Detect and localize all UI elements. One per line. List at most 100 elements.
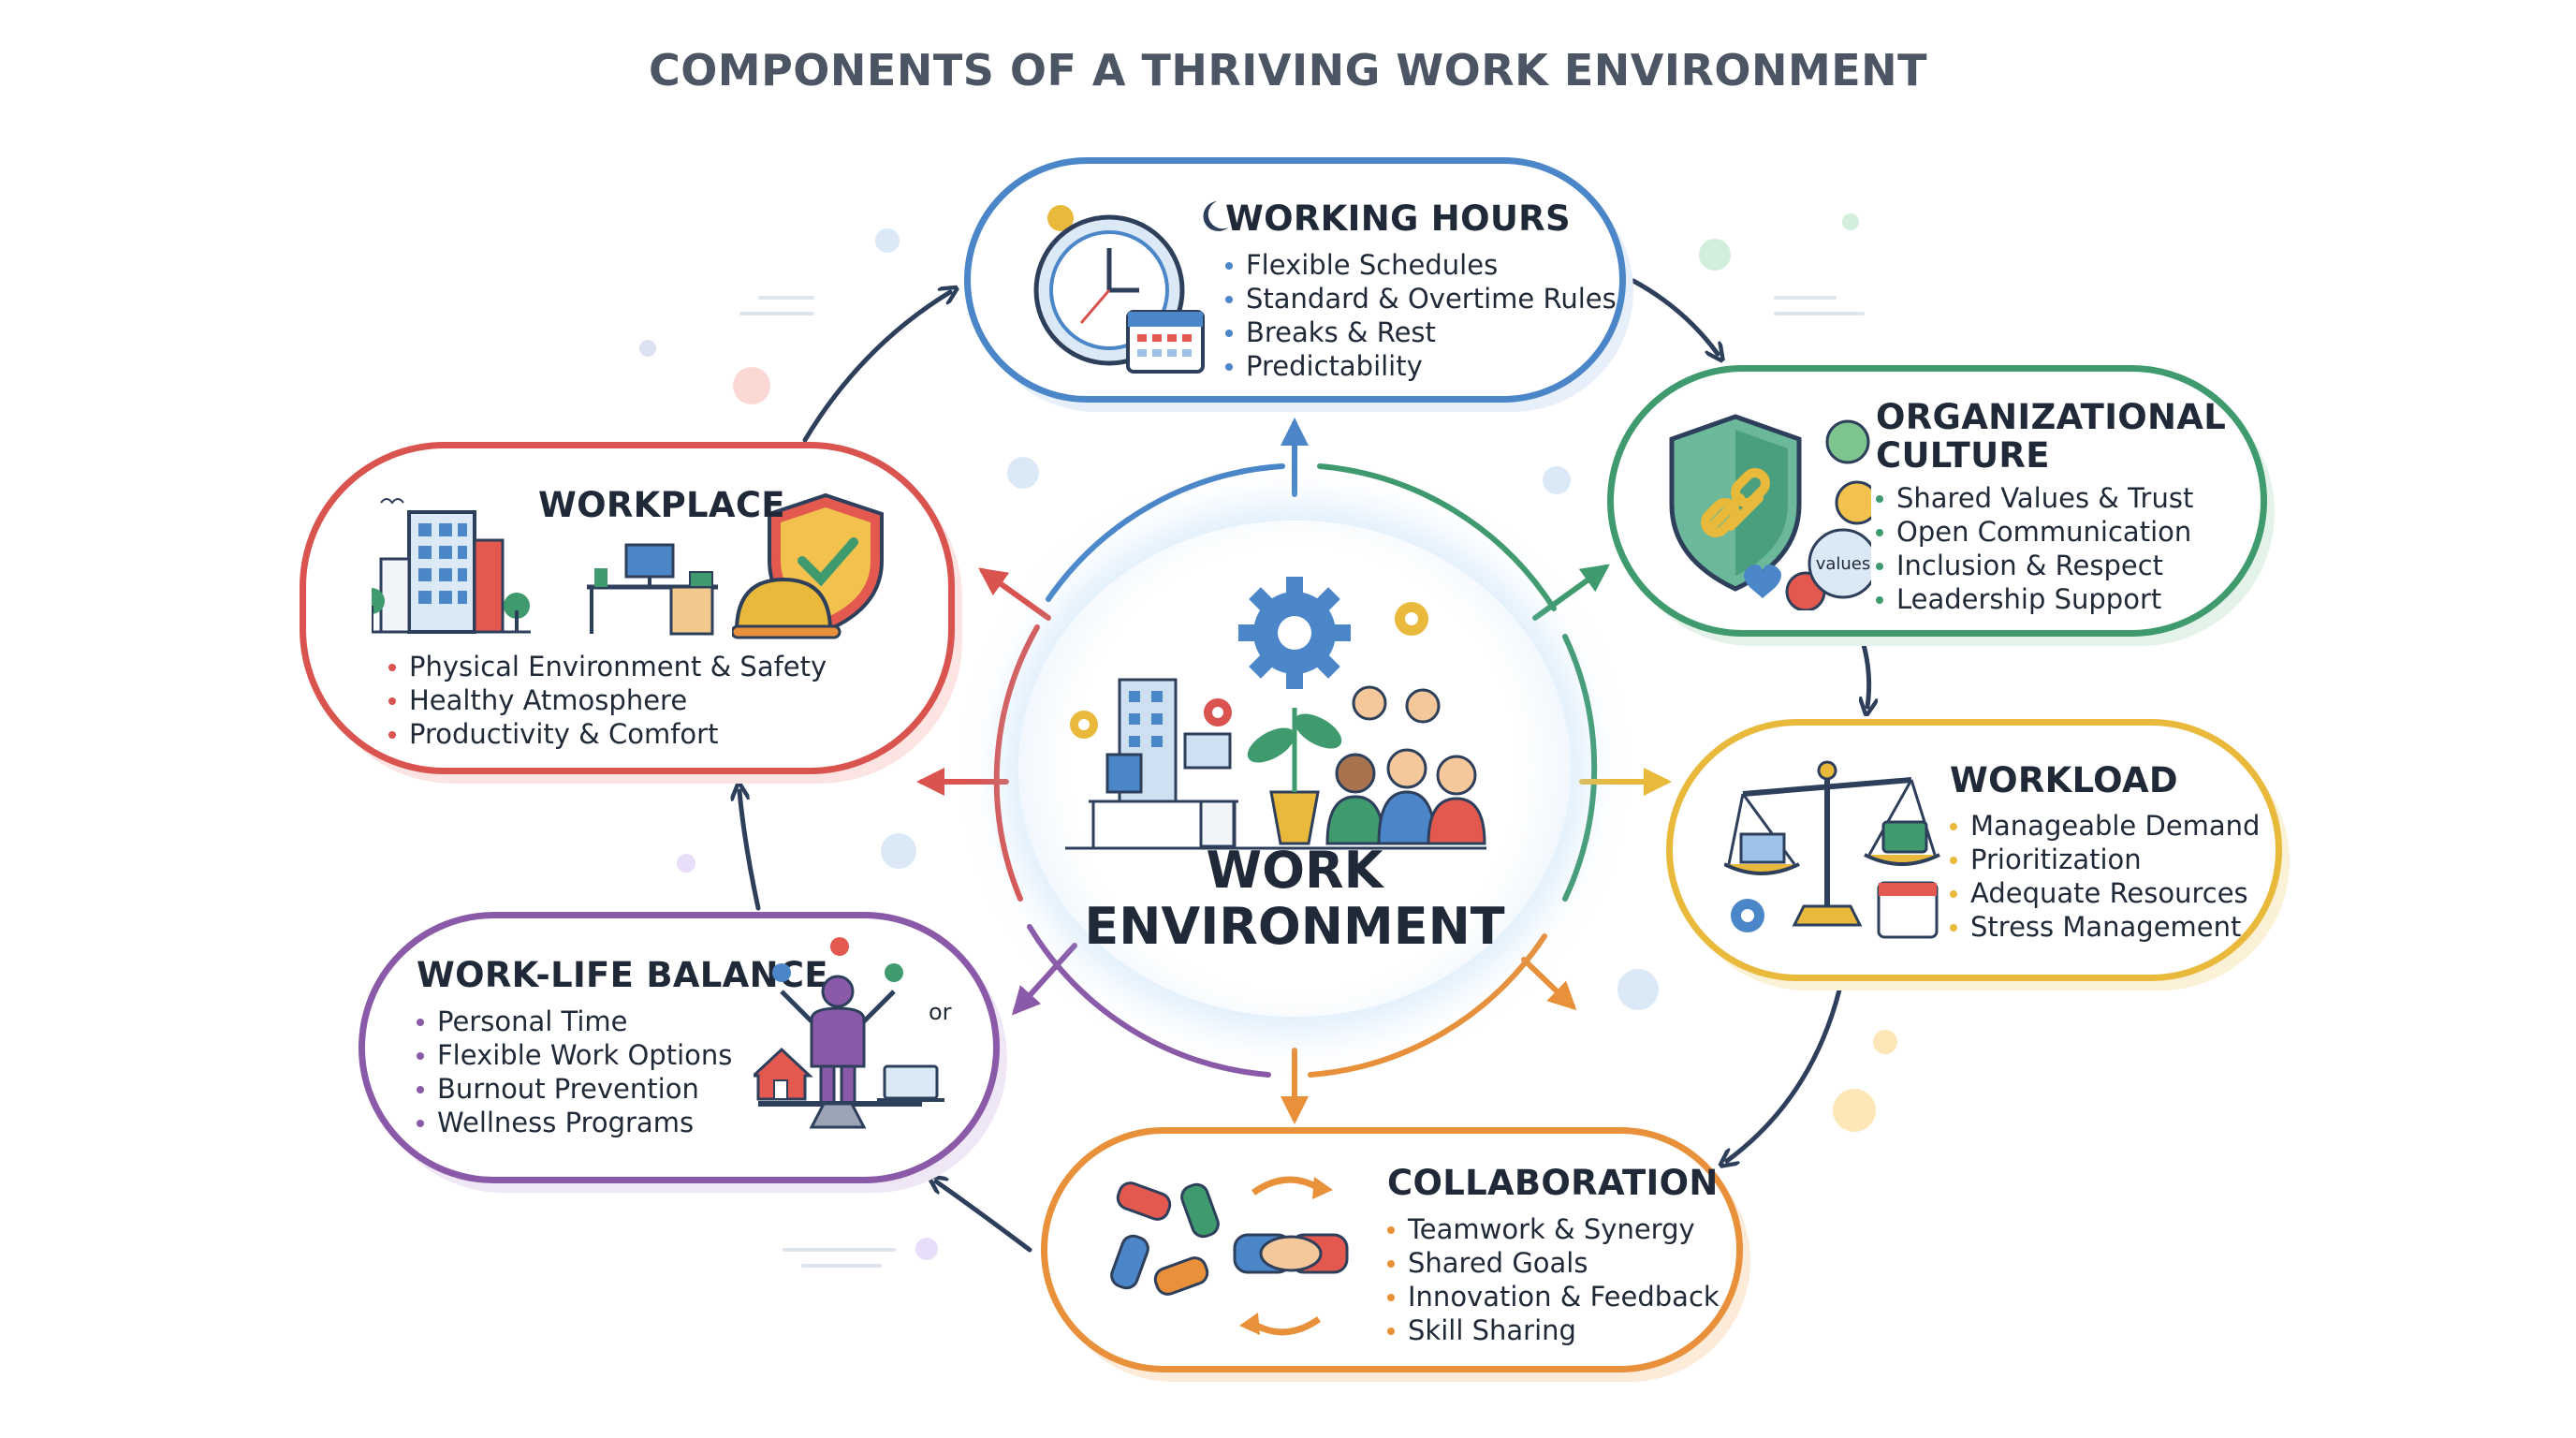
list-item: Shared Values & Trust xyxy=(1876,481,2193,515)
laptop-icon xyxy=(883,1064,939,1100)
or-label: or xyxy=(929,999,952,1025)
workload-card: WORKLOAD Manageable Demand Prioritizatio… xyxy=(1666,719,2282,981)
list-item: Shared Goals xyxy=(1387,1246,1720,1280)
decor-dot xyxy=(1833,1089,1876,1132)
working-hours-card: WORKING HOURS Flexible Schedules Standar… xyxy=(964,157,1626,403)
arrow-to-work-life-balance xyxy=(1011,943,1077,1016)
decor-dot xyxy=(1543,466,1571,494)
list-item: Flexible Schedules xyxy=(1225,248,1617,282)
happy-face-icon xyxy=(1825,419,1870,464)
briefcase-icon xyxy=(1881,820,1928,854)
decor-dot xyxy=(1873,1030,1897,1054)
decor-dot xyxy=(1007,457,1039,489)
chain-link-icon xyxy=(1701,468,1770,537)
center-label-line2: ENVIRONMENT xyxy=(1084,897,1505,957)
list-item: Personal Time xyxy=(417,1005,732,1038)
card-list: Personal Time Flexible Work Options Burn… xyxy=(417,1005,732,1139)
list-item: Productivity & Comfort xyxy=(388,717,827,751)
work-life-balance-card: WORK-LIFE BALANCE Personal Time Flexible… xyxy=(359,912,1000,1183)
decor-dot xyxy=(881,833,916,869)
decor-dot xyxy=(915,1238,938,1260)
plant-icon xyxy=(1247,708,1342,845)
cycle-arrow-hours-to-culture xyxy=(1631,278,1718,354)
desk-icon xyxy=(1089,732,1238,848)
teamwork-hands-icon xyxy=(1110,1176,1349,1336)
gear-icon xyxy=(1238,577,1351,689)
documents-icon xyxy=(1739,832,1786,864)
cycle-arrow-culture-to-workload xyxy=(1863,638,1869,707)
card-title: ORGANIZATIONAL CULTURE xyxy=(1876,398,2226,476)
diagram-title: COMPONENTS OF A THRIVING WORK ENVIRONMEN… xyxy=(648,45,1928,95)
decor-dot xyxy=(1699,239,1731,271)
arrow-icon xyxy=(1251,1316,1322,1336)
list-item: Open Communication xyxy=(1876,515,2193,549)
list-item: Burnout Prevention xyxy=(417,1072,732,1106)
organizational-culture-card: values ORGANIZATIONAL CULTURE Shared Val… xyxy=(1607,365,2267,637)
card-title: WORKLOAD xyxy=(1950,760,2178,800)
arrow-to-culture xyxy=(1532,564,1610,621)
center-label-line1: WORK xyxy=(1206,841,1383,900)
gear-icon xyxy=(1070,711,1098,739)
card-title: COLLABORATION xyxy=(1387,1163,1719,1203)
card-title-line1: ORGANIZATIONAL xyxy=(1876,397,2227,437)
sun-icon xyxy=(1047,205,1074,231)
card-list: Physical Environment & Safety Healthy At… xyxy=(388,650,827,751)
hub-illustration xyxy=(1065,577,1486,850)
list-item: Stress Management xyxy=(1950,910,2260,944)
cycle-arrow-collab-to-wlb xyxy=(936,1181,1032,1253)
decor-dot xyxy=(875,228,900,253)
card-list: Teamwork & Synergy Shared Goals Innovati… xyxy=(1387,1212,1720,1347)
card-title: WORK-LIFE BALANCE xyxy=(417,955,828,995)
arrow-to-workplace-2 xyxy=(978,567,1051,621)
list-item: Inclusion & Respect xyxy=(1876,549,2193,582)
team-people-icon xyxy=(1325,685,1486,845)
gear-icon xyxy=(1395,602,1428,636)
ring-segment-wlb xyxy=(1027,924,1271,1078)
center-hub xyxy=(1018,521,1571,1017)
decor-dot xyxy=(1842,213,1859,230)
card-title: WORKPLACE xyxy=(538,485,785,525)
card-list: Manageable Demand Prioritization Adequat… xyxy=(1950,809,2260,944)
moon-icon xyxy=(1203,201,1228,231)
decor-dot xyxy=(733,367,770,404)
office-building-icon xyxy=(372,498,531,634)
ring-segment-culture xyxy=(1317,463,1557,611)
list-item: Innovation & Feedback xyxy=(1387,1280,1720,1313)
card-list: Shared Values & Trust Open Communication… xyxy=(1876,481,2193,616)
values-badge xyxy=(1808,528,1871,599)
balance-scale-icon xyxy=(1724,760,1940,939)
list-item: Prioritization xyxy=(1950,843,2260,876)
list-item: Manageable Demand xyxy=(1950,809,2260,843)
culture-icon-group xyxy=(1669,414,1871,610)
ring-segment-collab xyxy=(1308,933,1547,1078)
monitor-icon xyxy=(624,543,675,579)
card-title: WORKING HOURS xyxy=(1225,198,1571,239)
center-label: WORK ENVIRONMENT xyxy=(1018,841,1571,957)
tree-icon xyxy=(504,593,530,619)
list-item: Predictability xyxy=(1225,349,1617,383)
card-list: Flexible Schedules Standard & Overtime R… xyxy=(1225,248,1617,383)
gear-icon xyxy=(1204,698,1232,726)
ring-segment-working-hours xyxy=(1046,463,1285,602)
list-item: Leadership Support xyxy=(1876,582,2193,616)
list-item: Healthy Atmosphere xyxy=(388,683,827,717)
list-item: Skill Sharing xyxy=(1387,1313,1720,1347)
cycle-arrow-workload-to-collab xyxy=(1727,976,1845,1161)
decor-dot xyxy=(1617,969,1659,1010)
workplace-card: WORKPLACE Physical Environment & Safety … xyxy=(300,442,955,774)
decor-dot xyxy=(677,854,695,873)
house-icon xyxy=(754,1047,813,1101)
hard-hat-icon xyxy=(734,577,833,633)
decor-dot xyxy=(639,340,656,357)
list-item: Wellness Programs xyxy=(417,1106,732,1139)
list-item: Teamwork & Synergy xyxy=(1387,1212,1720,1246)
heart-icon xyxy=(1744,565,1781,598)
list-item: Adequate Resources xyxy=(1950,876,2260,910)
tree-icon xyxy=(372,588,385,614)
desk-icon xyxy=(587,543,718,636)
juggling-person-icon xyxy=(754,937,944,1129)
arrow-icon xyxy=(1251,1176,1321,1196)
list-item: Standard & Overtime Rules xyxy=(1225,282,1617,315)
bird-icon xyxy=(380,498,404,505)
